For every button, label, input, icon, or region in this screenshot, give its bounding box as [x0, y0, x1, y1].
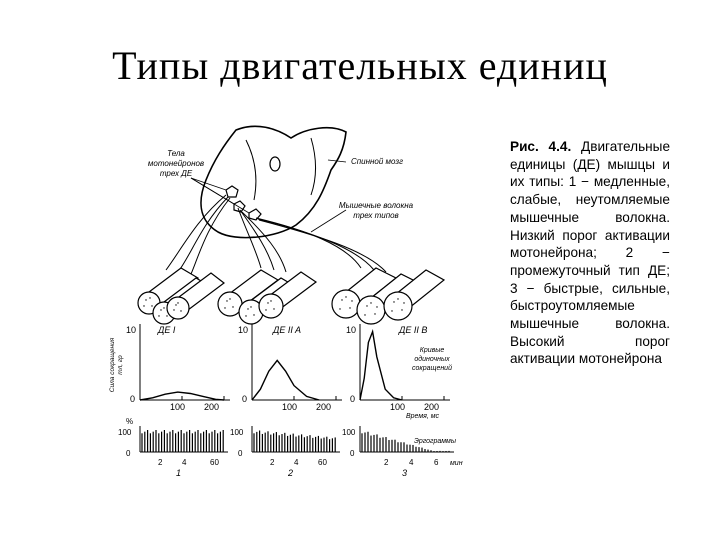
y-axis-label: Сила сокращения — [109, 337, 116, 392]
label-fibers-2: трех типов — [353, 211, 398, 220]
e3-100: 100 — [342, 428, 356, 437]
fibers-group-2 — [217, 269, 318, 325]
central-canal — [269, 156, 281, 172]
curves-label-2: одиночных — [414, 355, 450, 363]
p1-x200: 200 — [204, 402, 219, 412]
p2-x100: 100 — [282, 402, 297, 412]
e3-t4: 4 — [409, 458, 414, 467]
p2-y0: 0 — [242, 394, 247, 404]
twitch-charts — [139, 324, 454, 453]
fibers-group-1 — [137, 267, 225, 325]
p1-ymax: 10 — [126, 325, 136, 335]
e1-t60: 60 — [210, 458, 219, 467]
p3-twitch-curve — [359, 328, 403, 401]
e3-t6: 6 — [434, 458, 439, 467]
e1-t2: 2 — [158, 458, 163, 467]
fibers-group-3 — [331, 267, 446, 325]
motoneuron-body-3 — [248, 208, 262, 221]
p3-x100: 100 — [390, 402, 405, 412]
label-fibers: Мышечные волокна — [339, 201, 414, 210]
e2-t2: 2 — [270, 458, 275, 467]
e3-t2: 2 — [384, 458, 389, 467]
p2-ymax: 10 — [238, 325, 248, 335]
motoneuron-body-2 — [233, 200, 246, 213]
slide-title: Типы двигательных единиц — [112, 43, 608, 88]
e2-0: 0 — [238, 449, 243, 458]
p1-twitch-curve — [139, 391, 225, 401]
p3-ymax: 10 — [346, 325, 356, 335]
figure-caption: Рис. 4.4. Двигательные единицы (ДЕ) мышц… — [510, 138, 670, 368]
label-bodies: Тела — [167, 149, 185, 158]
caption-label: Рис. 4.4. — [510, 139, 572, 154]
percent-label: % — [126, 417, 133, 426]
e2-t4: 4 — [294, 458, 299, 467]
group-number-2: 2 — [287, 468, 293, 478]
time-axis-label: Время, мс — [406, 413, 440, 420]
label-bodies-2: мотонейронов — [148, 159, 204, 168]
e1-t4: 4 — [182, 458, 187, 467]
e2-100: 100 — [230, 428, 244, 437]
p2-twitch-curve — [251, 359, 320, 401]
min-label: мин — [450, 460, 463, 467]
curves-label-3: сокращений — [412, 364, 452, 372]
p1-y0: 0 — [130, 394, 135, 404]
panel2-title: ДЕ II A — [272, 325, 301, 335]
y-axis-unit: тл, гр — [117, 355, 124, 375]
label-spinal-cord: Спинной мозг — [351, 157, 403, 166]
motoneuron-body-1 — [225, 185, 239, 198]
spinal-cord-outline — [200, 125, 347, 239]
p1-x100: 100 — [170, 402, 185, 412]
p2-x200: 200 — [316, 402, 331, 412]
e2-t60: 60 — [318, 458, 327, 467]
e3-0: 0 — [350, 449, 355, 458]
label-bodies-3: трех ДЕ — [160, 169, 193, 178]
caption-text: Двигательные единицы (ДЕ) мышцы и их тип… — [510, 139, 671, 367]
ergogram-label: Эргограммы — [414, 438, 457, 445]
e1-0: 0 — [126, 449, 131, 458]
curves-label: Кривые — [420, 347, 445, 354]
p3-x200: 200 — [424, 402, 439, 412]
motor-units-figure: Тела мотонейронов трех ДЕ Спинной мозг М… — [109, 125, 463, 478]
panel1-title: ДЕ I — [157, 325, 176, 335]
panel3-title: ДЕ II B — [398, 325, 427, 335]
group-number-1: 1 — [176, 468, 181, 478]
e1-100: 100 — [118, 428, 132, 437]
group-number-3: 3 — [402, 468, 407, 478]
p3-y0: 0 — [350, 394, 355, 404]
